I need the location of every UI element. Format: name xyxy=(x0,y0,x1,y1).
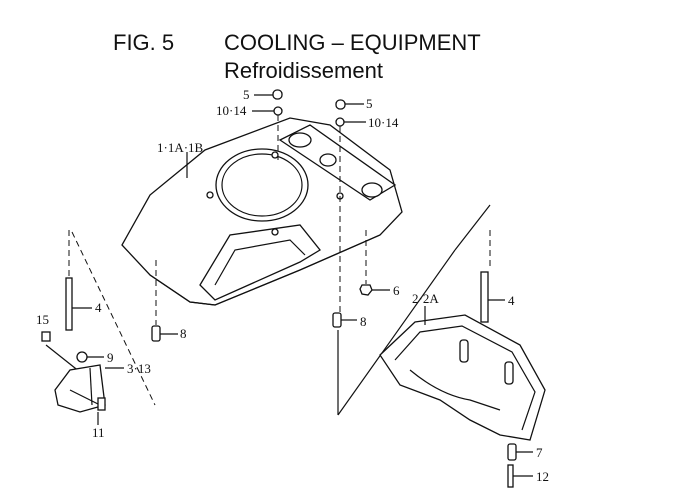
callout-pin-lower: 7 xyxy=(536,445,543,460)
upper-shroud xyxy=(121,117,403,306)
stud-left xyxy=(65,277,73,331)
callout-bolt-bracket: 11 xyxy=(92,425,105,440)
cap-nut-left xyxy=(272,89,283,100)
pin-left xyxy=(151,325,161,342)
figure-title: COOLING – EQUIPMENT xyxy=(224,30,481,55)
stud-right xyxy=(480,271,489,323)
washer-left xyxy=(273,106,283,116)
callout-pin-mid: 8 xyxy=(360,314,367,329)
callout-bracket: 3·13 xyxy=(127,361,151,376)
callout-cap-left: 5 xyxy=(243,87,250,102)
callout-grommet: 9 xyxy=(107,350,114,365)
pin-mid xyxy=(332,312,342,328)
callout-stud-right: 4 xyxy=(508,293,515,308)
grommet xyxy=(76,351,88,363)
callout-lower-shroud: 2·2A xyxy=(412,291,439,306)
callout-cap-right: 5 xyxy=(366,96,373,111)
lower-shroud xyxy=(379,314,546,441)
callout-bolt-lower: 12 xyxy=(536,469,549,484)
pin-lower xyxy=(507,443,517,461)
callout-clip-nut: 15 xyxy=(36,312,49,327)
washer-right xyxy=(335,117,345,127)
figure-subtitle: Refroidissement xyxy=(224,58,383,83)
clip-nut xyxy=(41,331,51,342)
callout-pin-left: 8 xyxy=(180,326,187,341)
callout-washer-left: 10·14 xyxy=(216,103,247,118)
nut xyxy=(359,284,373,296)
cap-nut-right xyxy=(335,99,346,110)
figure-number: FIG. 5 xyxy=(113,30,174,55)
bolt-lower xyxy=(507,464,514,488)
callout-washer-right: 10·14 xyxy=(368,115,399,130)
callout-nut: 6 xyxy=(393,283,400,298)
callout-stud-left: 4 xyxy=(95,300,102,315)
bolt-bracket xyxy=(97,397,106,411)
callout-shroud: 1·1A·1B xyxy=(157,140,204,155)
